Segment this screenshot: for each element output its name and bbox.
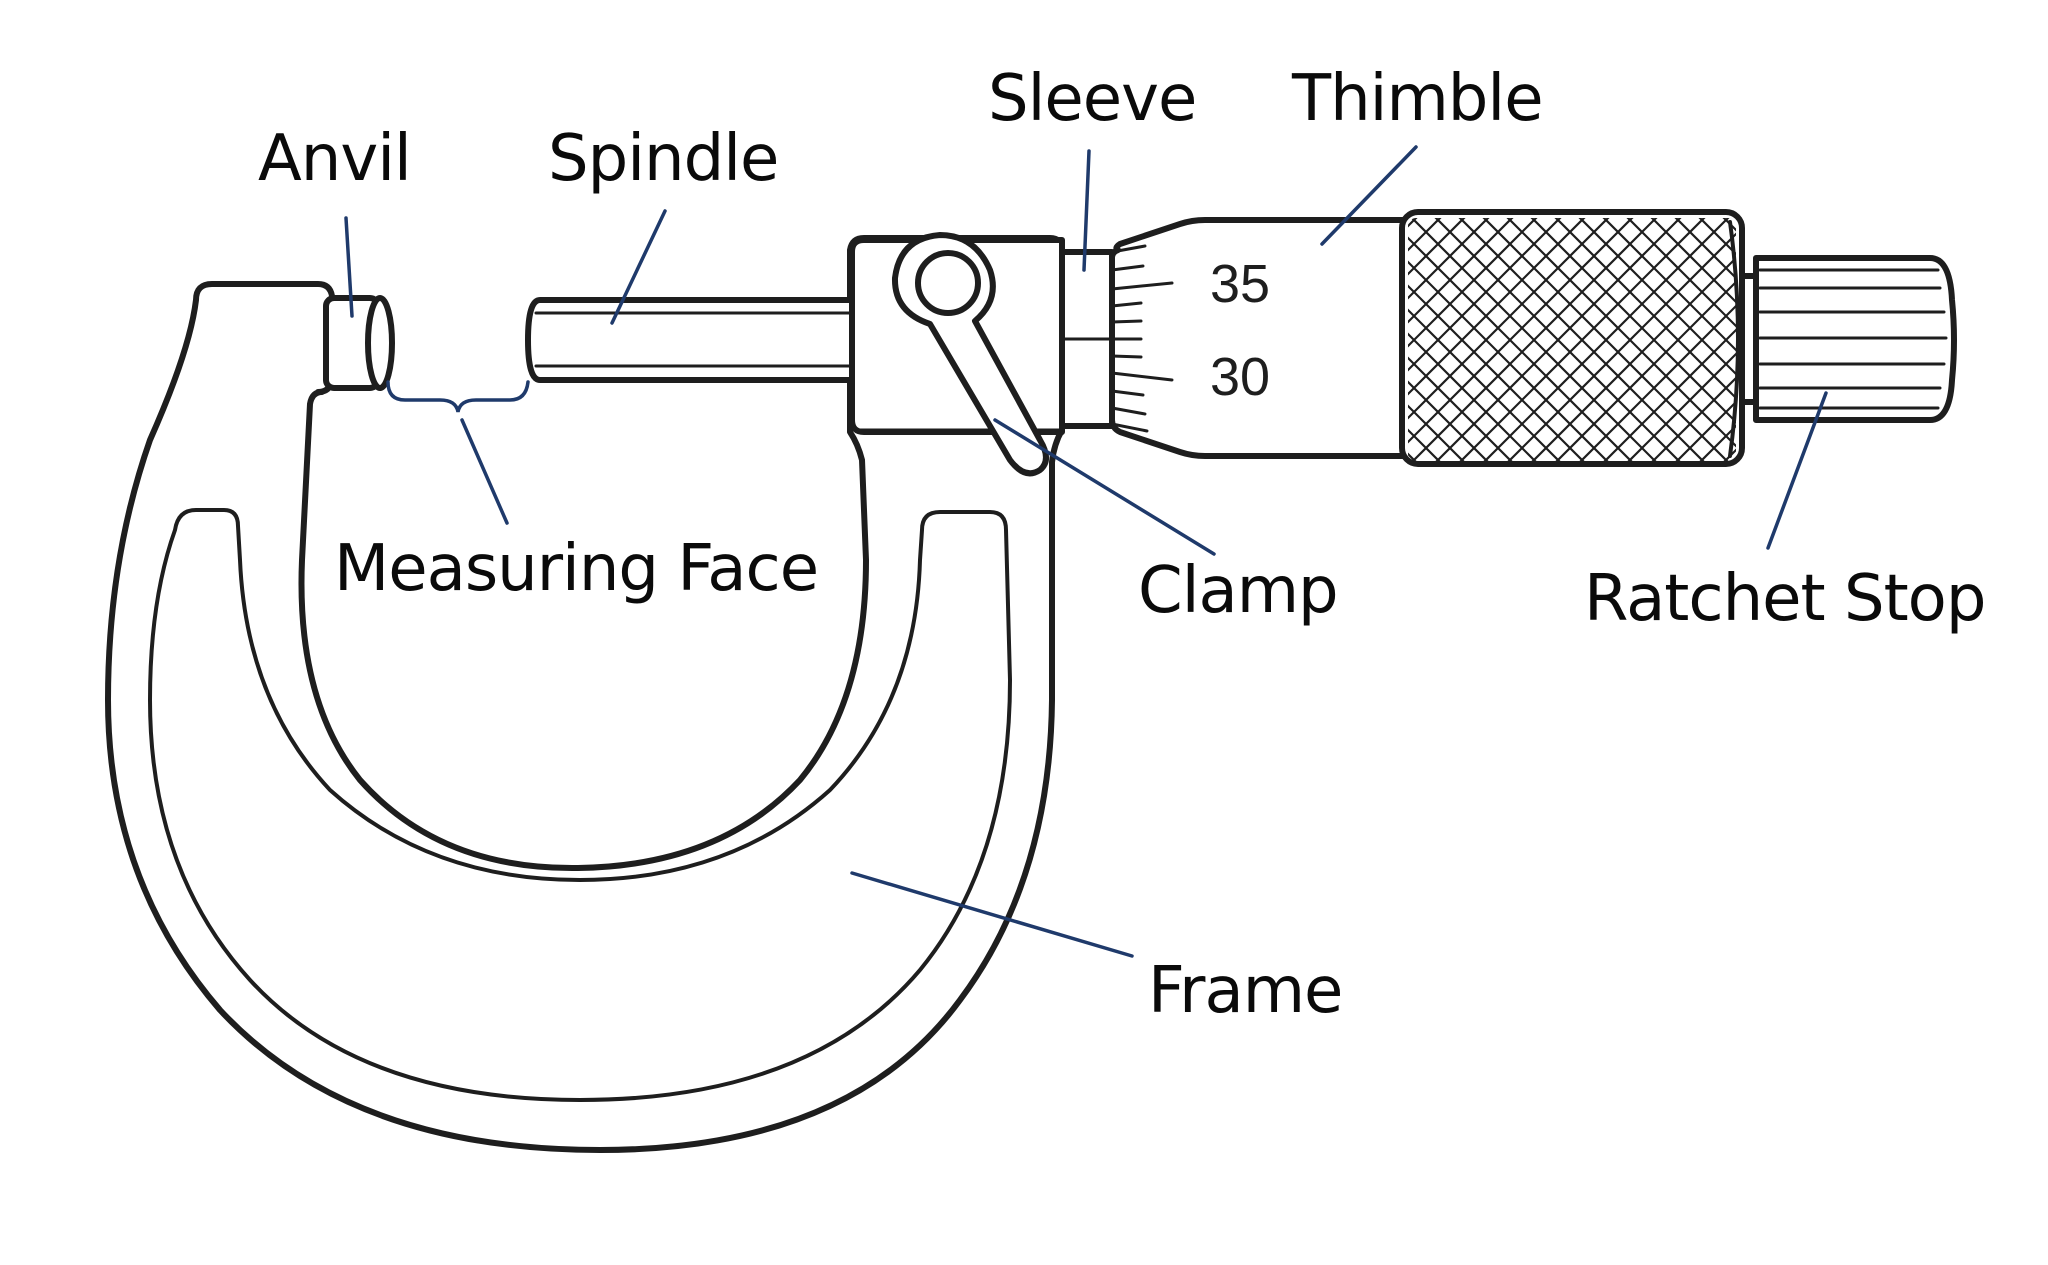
spindle-body — [525, 297, 863, 383]
knurl-line — [1408, 218, 1665, 462]
label-clamp: Clamp — [1138, 554, 1338, 628]
thimble-graduations — [1110, 244, 1174, 433]
knurl-line — [1956, 210, 2048, 470]
knurl-line — [1667, 218, 1736, 462]
knurl-line — [1980, 210, 2048, 470]
leader-frame — [850, 871, 1134, 958]
knurl-line — [1643, 218, 1736, 462]
labels: Anvil Spindle Sleeve Thimble Measuring F… — [258, 62, 1986, 1028]
knurl-line — [1408, 218, 1497, 462]
knurl-line — [1408, 218, 1521, 462]
label-ratchet-stop: Ratchet Stop — [1584, 562, 1985, 636]
grip-edge — [1728, 220, 1740, 458]
anvil-face — [365, 295, 395, 391]
leader-lines — [344, 145, 1828, 958]
thimble-scale-30: 30 — [1210, 347, 1270, 407]
label-frame: Frame — [1148, 954, 1342, 1028]
anvil — [323, 295, 395, 391]
ratchet-ridges — [1758, 268, 1948, 410]
knurled-grip — [1399, 209, 2048, 470]
ratchet-stop — [1739, 255, 1957, 423]
knurl-line — [1408, 218, 1473, 462]
knurl-line — [1408, 218, 1569, 462]
sleeve — [1059, 249, 1115, 429]
knurl-line — [1408, 218, 1545, 462]
label-anvil: Anvil — [258, 122, 411, 196]
label-spindle: Spindle — [548, 122, 778, 196]
knurl-line — [1643, 218, 1736, 462]
knurl-line — [1408, 218, 1641, 462]
clamp-pivot — [915, 250, 981, 316]
knurl-line — [1547, 218, 1736, 462]
thimble: 35 30 — [1109, 217, 1413, 459]
clamp — [891, 232, 1049, 477]
knurl-line — [1619, 218, 1736, 462]
spindle — [525, 297, 863, 383]
knurl-line — [1667, 218, 1736, 462]
leader-clamp — [993, 418, 1216, 556]
knurl-line — [1408, 218, 1617, 462]
leader-sleeve — [1082, 149, 1091, 272]
leader-measuring-face — [460, 418, 509, 525]
measuring-face-brace — [386, 380, 530, 413]
knurl-line — [2004, 210, 2048, 470]
knurl-line — [1408, 218, 1473, 462]
knurl-line — [1408, 218, 1521, 462]
knurl-line — [1475, 218, 1736, 462]
knurl-line — [1619, 218, 1736, 462]
knurl-line — [1980, 210, 2048, 470]
frame-recess — [147, 508, 1013, 1103]
knurl-line — [1427, 218, 1689, 462]
leader-spindle — [610, 209, 667, 325]
knurl-line — [1956, 210, 2048, 470]
knurl-line — [1595, 218, 1736, 462]
leader-anvil — [344, 216, 354, 318]
thimble-scale-35: 35 — [1210, 254, 1270, 314]
knurl-line — [1499, 218, 1736, 462]
knurl-line — [1408, 218, 1593, 462]
label-sleeve: Sleeve — [988, 62, 1196, 136]
knurl-line — [1408, 218, 1497, 462]
thimble-body — [1109, 217, 1413, 459]
label-thimble: Thimble — [1291, 62, 1543, 136]
knurl-line — [1571, 218, 1736, 462]
knurl-line — [1451, 218, 1713, 462]
label-measuring-face: Measuring Face — [334, 532, 818, 606]
knurl-line — [2004, 210, 2048, 470]
knurl-line — [1523, 218, 1736, 462]
leader-thimble — [1320, 145, 1418, 246]
leader-ratchet-stop — [1766, 391, 1828, 550]
